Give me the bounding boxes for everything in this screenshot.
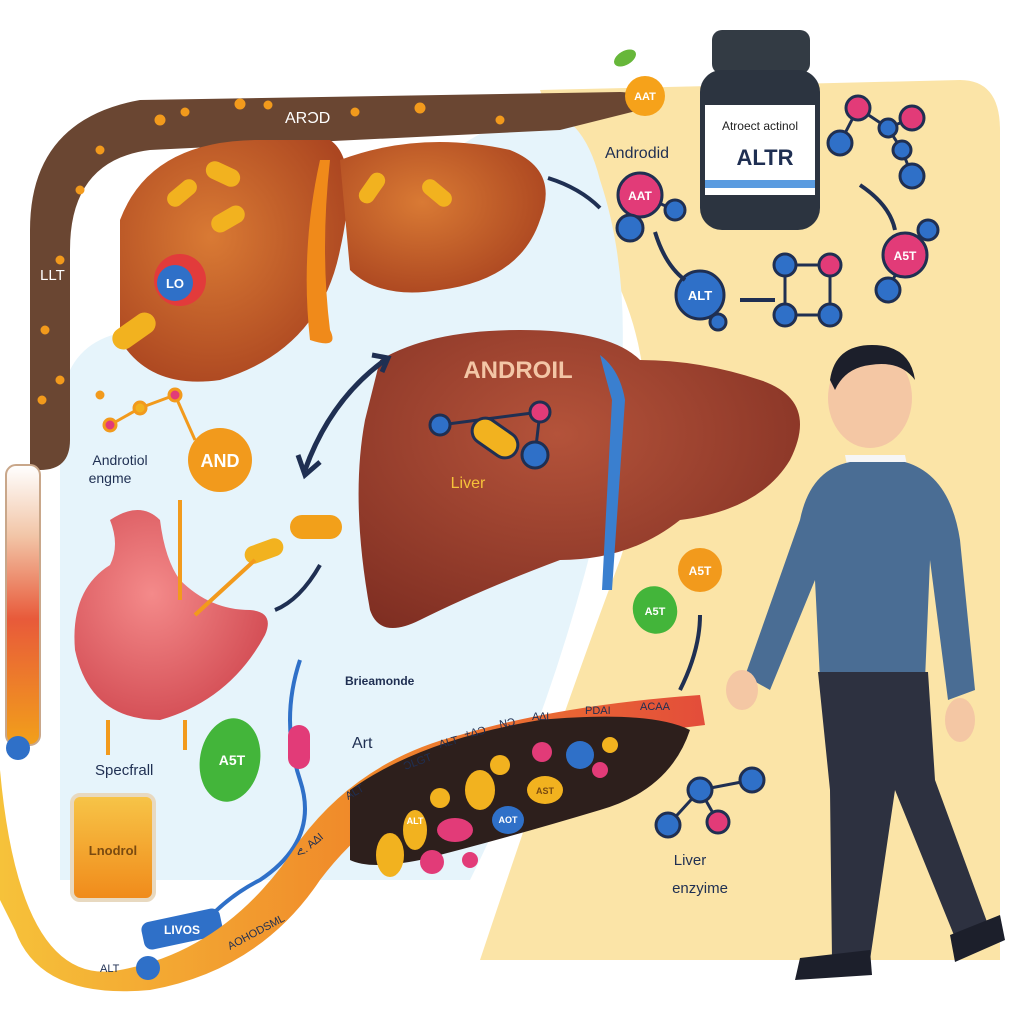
arrows-top-right [547, 176, 897, 302]
yellow-arrows [106, 500, 257, 755]
apple-badge-label: AAT [634, 91, 656, 103]
tube-blue-ball [6, 736, 30, 760]
a5t-right-label: A5T [894, 249, 917, 263]
a5t-green-capsule [199, 718, 261, 802]
a5t-green-left-label: A5T [219, 752, 246, 768]
jar [70, 793, 156, 902]
center-molecule [428, 400, 552, 470]
square-molecule [772, 252, 843, 328]
arod-label: ARƆD [285, 110, 330, 127]
pill-ast: AST [536, 786, 555, 796]
orange-pill-1 [290, 515, 342, 539]
molecule-top-right [826, 94, 926, 190]
test-tube [5, 464, 41, 746]
bottle-main-label: ALTR [736, 145, 793, 170]
medicine-bottle [700, 30, 820, 230]
band-tag-8: ACAA [640, 701, 671, 713]
and-badge-label: AND [201, 451, 240, 471]
dark-arrow-to-stomach [274, 564, 322, 612]
band-tag-6: A∆I [532, 711, 549, 723]
llt-label: LLT [40, 267, 65, 284]
liver-center-label: Liver [451, 475, 486, 492]
band-tag-7: PDAI [585, 705, 611, 717]
livos-pill [141, 908, 223, 950]
band-blue-ball [136, 956, 160, 980]
aat-molecule [615, 171, 687, 243]
alt-label: ALT [688, 288, 712, 303]
livos-label: LIVOS [164, 923, 200, 937]
bidirectional-arrow [295, 352, 392, 480]
walking-man [726, 345, 1005, 980]
a5t-green-badge [632, 586, 678, 634]
a5t-orange-label: A5T [689, 564, 712, 578]
androtiol-enzyme-label-1: Androtiol [92, 452, 147, 468]
molecule-dots [37, 98, 505, 405]
band-tag-5: NƆ [498, 716, 516, 731]
androtiol-enzyme-label-2: engme [89, 470, 132, 486]
enzyme-molecule-left [102, 387, 197, 441]
and-badge [188, 428, 252, 492]
top-left-liver [112, 140, 546, 382]
brieamonde-label: Brieamonde [345, 674, 415, 688]
bar-alt-label: ALT [100, 963, 120, 975]
pink-capsule [288, 725, 310, 769]
specfrall-label: Specfrall [95, 762, 153, 779]
bottom-band-pocket [350, 716, 690, 865]
molecule-bottom-right [654, 766, 766, 839]
androil-label: ANDROIL [463, 357, 572, 384]
a5t-green-right-label: A5T [645, 606, 666, 618]
stomach [74, 510, 268, 720]
apple-badge [625, 76, 665, 116]
band-tag-3: ALT [438, 734, 460, 751]
center-liver [358, 330, 800, 628]
apple-leaf-icon [614, 49, 636, 67]
alt-molecule [674, 269, 728, 332]
aat-label: AAT [628, 189, 652, 203]
brown-band [30, 92, 640, 470]
pill-alt-b: AOT [499, 815, 519, 825]
orange-pill-2 [244, 538, 284, 564]
a5t-orange-badge [678, 548, 722, 592]
lo-badge-label: LO [166, 276, 184, 291]
band-tag-4: +ΔƆ [463, 725, 487, 741]
center-liver-vessel [600, 355, 625, 590]
band-pills [376, 737, 618, 877]
androdid-label: Androdid [605, 145, 669, 162]
art-label: Art [352, 735, 373, 752]
up-arrow-right [678, 614, 702, 691]
jar-label: Lnodrol [89, 843, 137, 858]
bottle-top-label: Atroect actinol [722, 119, 798, 133]
dna-strand [188, 659, 307, 942]
pill-alt-a: ALT [407, 816, 424, 826]
a5t-molecule-right [874, 218, 940, 304]
liver-enzyme-label-2: enzyime [672, 880, 728, 897]
liver-enzyme-label-1: Liver [674, 852, 707, 869]
